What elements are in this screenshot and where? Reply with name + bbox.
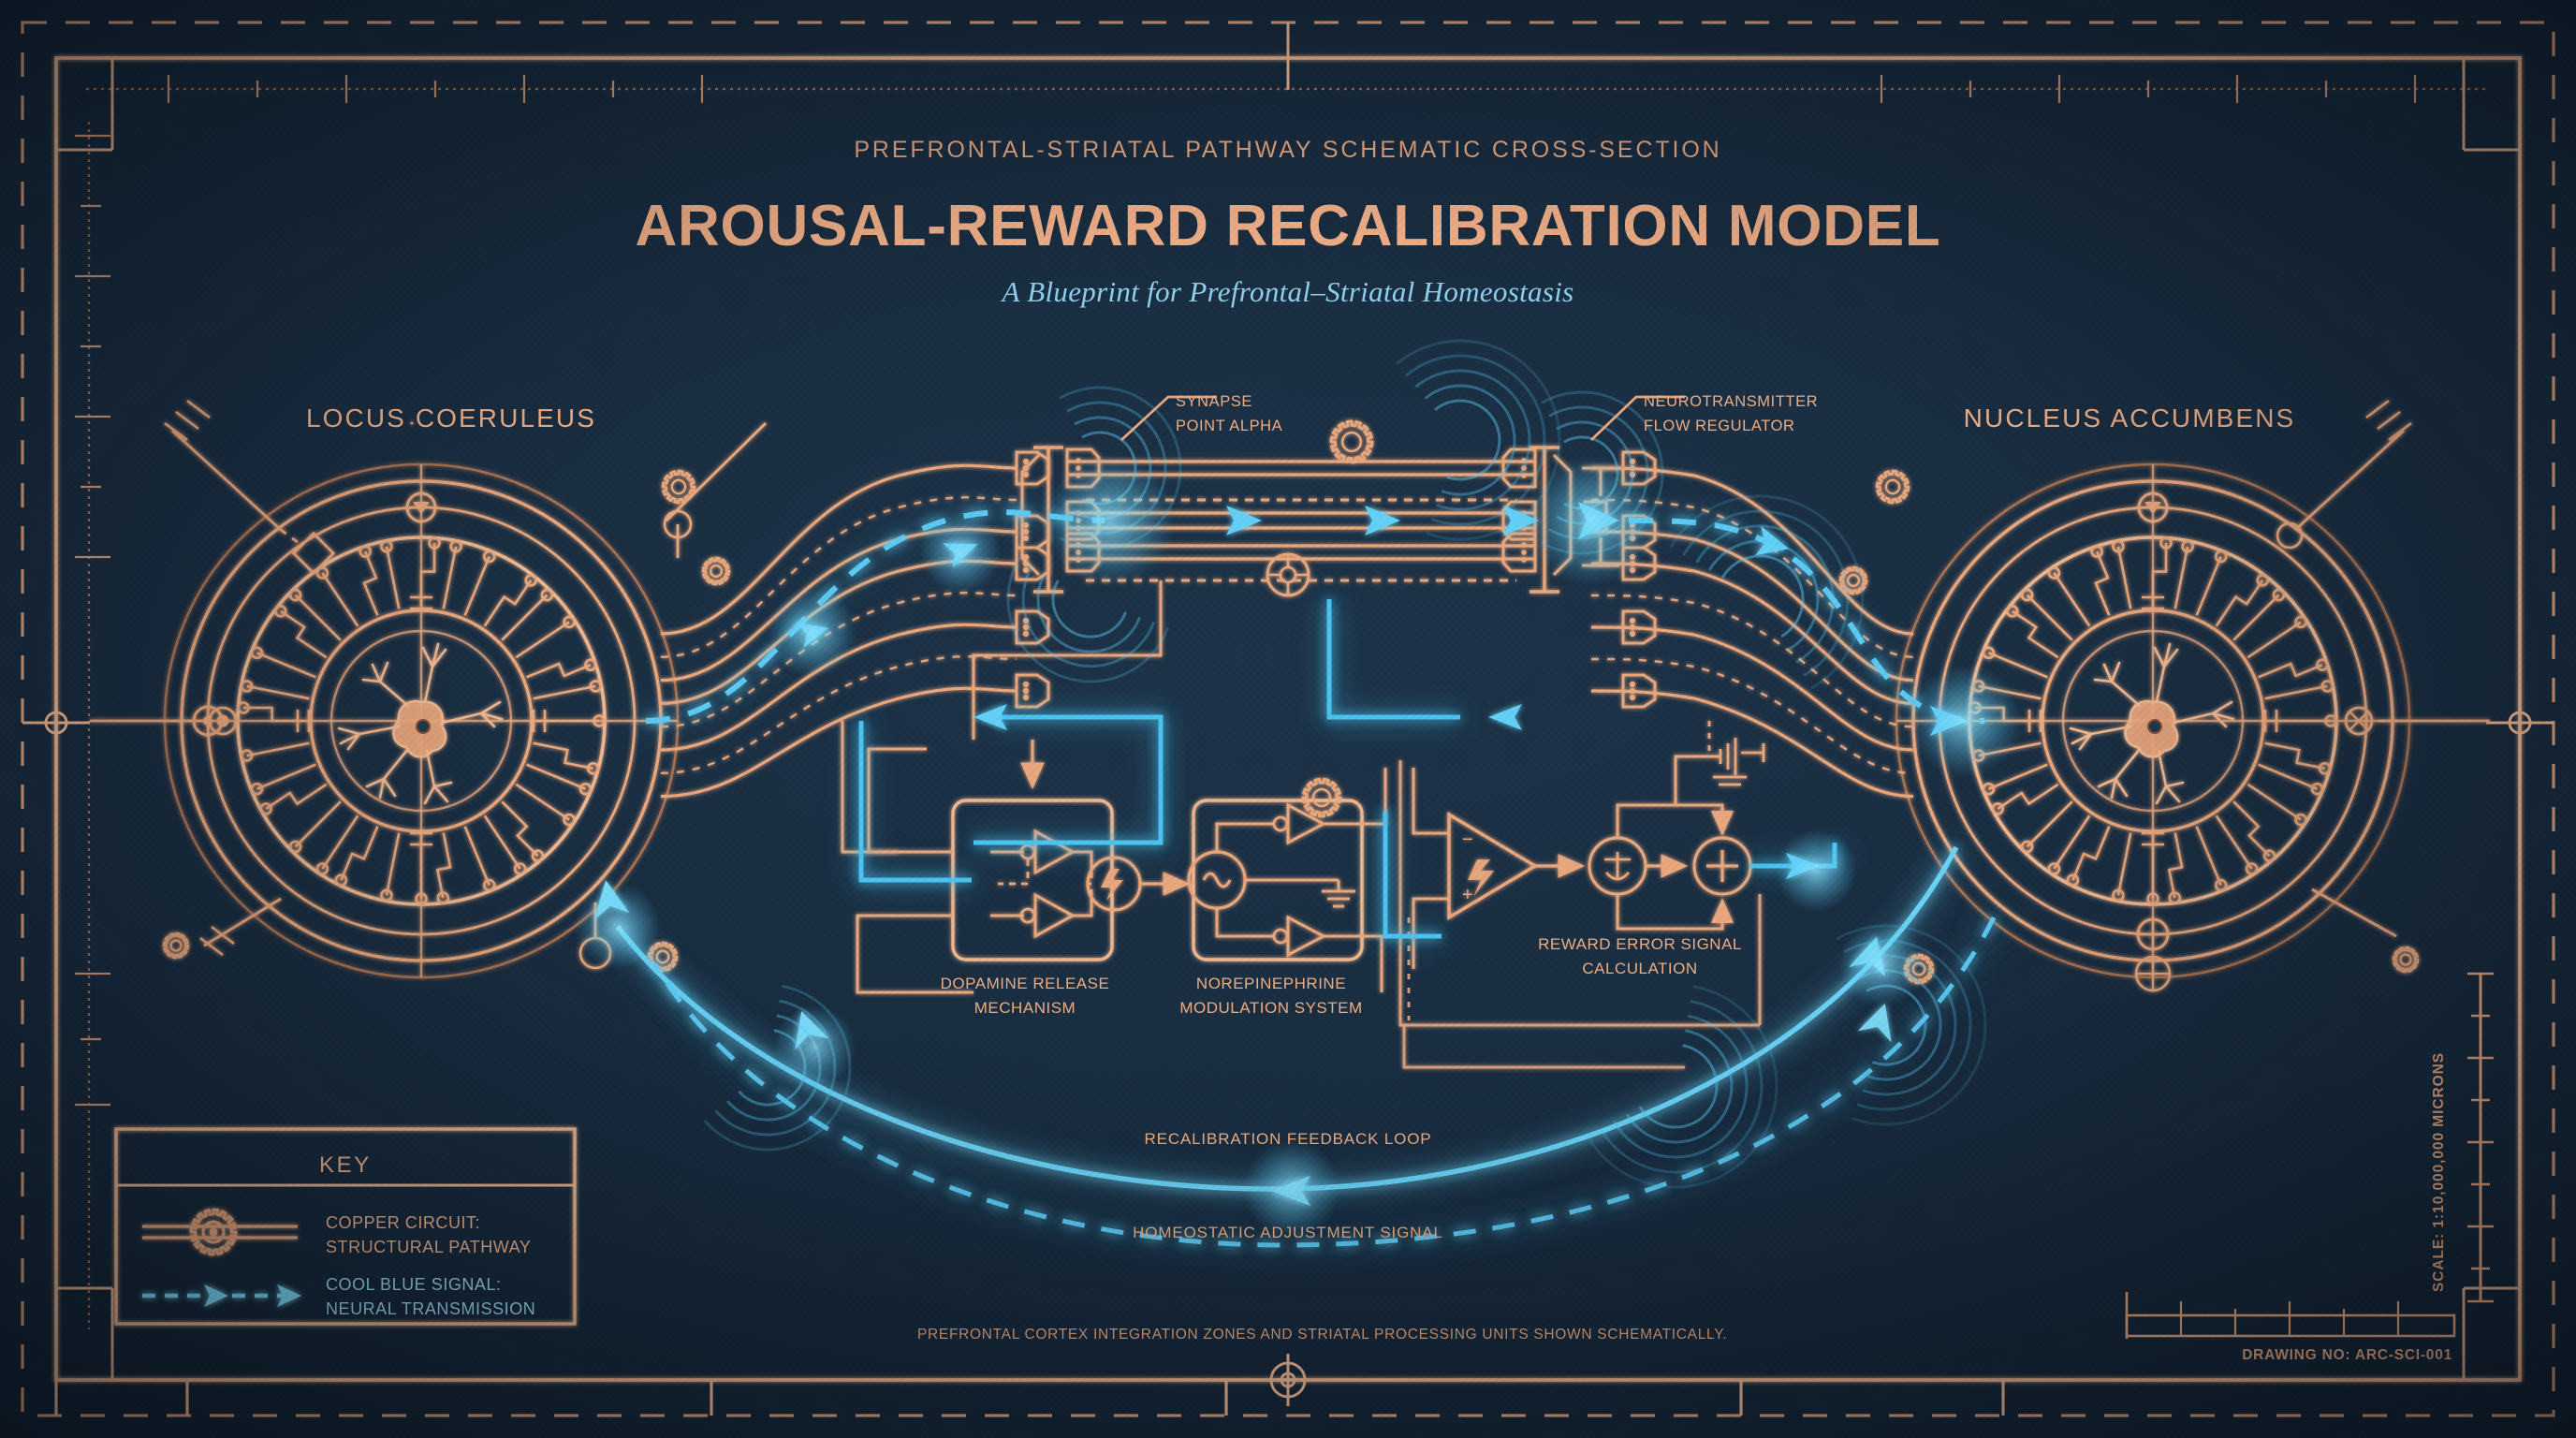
key-box[interactable]: KEY COPPER CIRCUIT: STRUCTURAL PATHWAY xyxy=(114,1127,577,1326)
key-title: KEY xyxy=(319,1152,372,1178)
key-blue-line1: COOL BLUE SIGNAL: xyxy=(326,1275,502,1294)
key-copper-line1: COPPER CIRCUIT: xyxy=(326,1213,480,1232)
gear-on-rail-icon xyxy=(142,1208,298,1256)
key-item-blue[interactable]: COOL BLUE SIGNAL: NEURAL TRANSMISSION xyxy=(142,1275,535,1318)
dashed-arrow-icon xyxy=(142,1284,301,1307)
key-copper-line2: STRUCTURAL PATHWAY xyxy=(326,1238,531,1256)
key-blue-line2: NEURAL TRANSMISSION xyxy=(326,1299,535,1318)
key-item-copper[interactable]: COPPER CIRCUIT: STRUCTURAL PATHWAY xyxy=(142,1208,531,1256)
